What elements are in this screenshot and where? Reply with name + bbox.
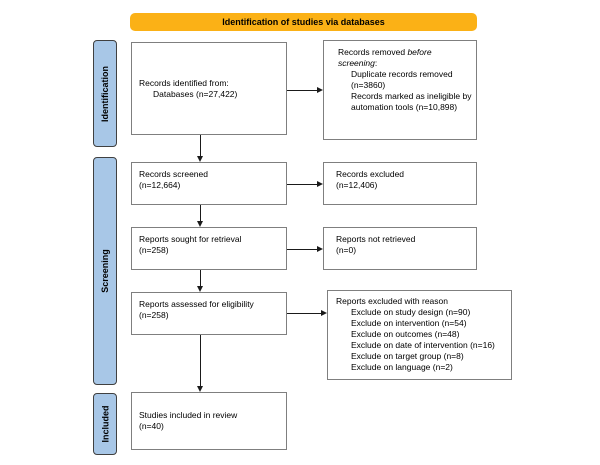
box-reports-sought: Reports sought for retrieval (n=258) xyxy=(131,227,287,270)
box-records-excluded: Records excluded (n=12,406) xyxy=(323,162,477,205)
records-identified-line1: Records identified from: xyxy=(139,77,229,88)
reports-assessed-line2: (n=258) xyxy=(139,310,169,320)
arrow-sought-to-notretrieved-head-icon xyxy=(317,246,323,252)
reports-excluded-item: Exclude on study design (n=90) xyxy=(351,307,471,317)
box-records-identified: Records identified from: Databases (n=27… xyxy=(131,42,287,135)
reports-excluded-item: Exclude on date of intervention (n=16) xyxy=(351,340,495,350)
stage-screening-label: Screening xyxy=(100,249,111,293)
records-excluded-line2: (n=12,406) xyxy=(336,180,378,190)
stage-identification-label: Identification xyxy=(100,65,110,122)
studies-included-line1: Studies included in review xyxy=(139,410,238,420)
arrow-assessed-to-excludedreason-line xyxy=(287,313,321,314)
arrow-identified-to-removed-line xyxy=(287,90,317,91)
banner-identification-via-databases: Identification of studies via databases xyxy=(130,13,477,31)
records-screened-line2: (n=12,664) xyxy=(139,180,181,190)
records-identified-line2: Databases (n=27,422) xyxy=(153,88,238,99)
reports-sought-line2: (n=258) xyxy=(139,245,169,255)
arrow-sought-to-assessed-line xyxy=(200,270,201,286)
studies-included-line2: (n=40) xyxy=(139,421,164,431)
reports-sought-line1: Reports sought for retrieval xyxy=(139,234,242,244)
arrow-identified-to-screened-head-icon xyxy=(197,156,203,162)
arrow-screened-to-excluded-head-icon xyxy=(317,181,323,187)
stage-included-label: Included xyxy=(100,405,111,443)
reports-excluded-item: Exclude on language (n=2) xyxy=(351,362,453,372)
records-removed-item: Duplicate records removed (n=3860) xyxy=(351,69,453,90)
arrow-screened-to-excluded-line xyxy=(287,184,317,185)
box-reports-excluded: Reports excluded with reason Exclude on … xyxy=(327,290,512,380)
box-reports-assessed: Reports assessed for eligibility (n=258) xyxy=(131,292,287,335)
arrow-assessed-to-included-line xyxy=(200,335,201,386)
box-records-removed: Records removed before screening: Duplic… xyxy=(323,40,477,140)
box-reports-not-retrieved: Reports not retrieved (n=0) xyxy=(323,227,477,270)
arrow-sought-to-assessed-head-icon xyxy=(197,286,203,292)
stage-screening: Screening xyxy=(93,157,117,385)
arrow-sought-to-notretrieved-line xyxy=(287,249,317,250)
arrow-identified-to-screened-line xyxy=(200,135,201,156)
reports-assessed-line1: Reports assessed for eligibility xyxy=(139,299,254,309)
box-studies-included: Studies included in review (n=40) xyxy=(131,392,287,450)
reports-not-retrieved-line1: Reports not retrieved xyxy=(336,234,416,244)
box-records-screened: Records screened (n=12,664) xyxy=(131,162,287,205)
stage-identification: Identification xyxy=(93,40,117,147)
reports-not-retrieved-line2: (n=0) xyxy=(336,245,357,255)
banner-label: Identification of studies via databases xyxy=(222,17,385,27)
records-removed-item: Records marked as ineligible by automati… xyxy=(351,91,472,112)
arrow-screened-to-sought-line xyxy=(200,205,201,221)
reports-excluded-item: Exclude on outcomes (n=48) xyxy=(351,329,460,339)
arrow-assessed-to-excludedreason-head-icon xyxy=(321,310,327,316)
reports-excluded-item: Exclude on target group (n=8) xyxy=(351,351,464,361)
arrow-assessed-to-included-head-icon xyxy=(197,386,203,392)
stage-included: Included xyxy=(93,393,117,455)
arrow-identified-to-removed-head-icon xyxy=(317,87,323,93)
reports-excluded-item: Exclude on intervention (n=54) xyxy=(351,318,467,328)
records-excluded-line1: Records excluded xyxy=(336,169,405,179)
records-removed-title: Records removed before screening: xyxy=(338,47,432,68)
arrow-screened-to-sought-head-icon xyxy=(197,221,203,227)
records-screened-line1: Records screened xyxy=(139,169,208,179)
reports-excluded-title: Reports excluded with reason xyxy=(336,296,448,306)
